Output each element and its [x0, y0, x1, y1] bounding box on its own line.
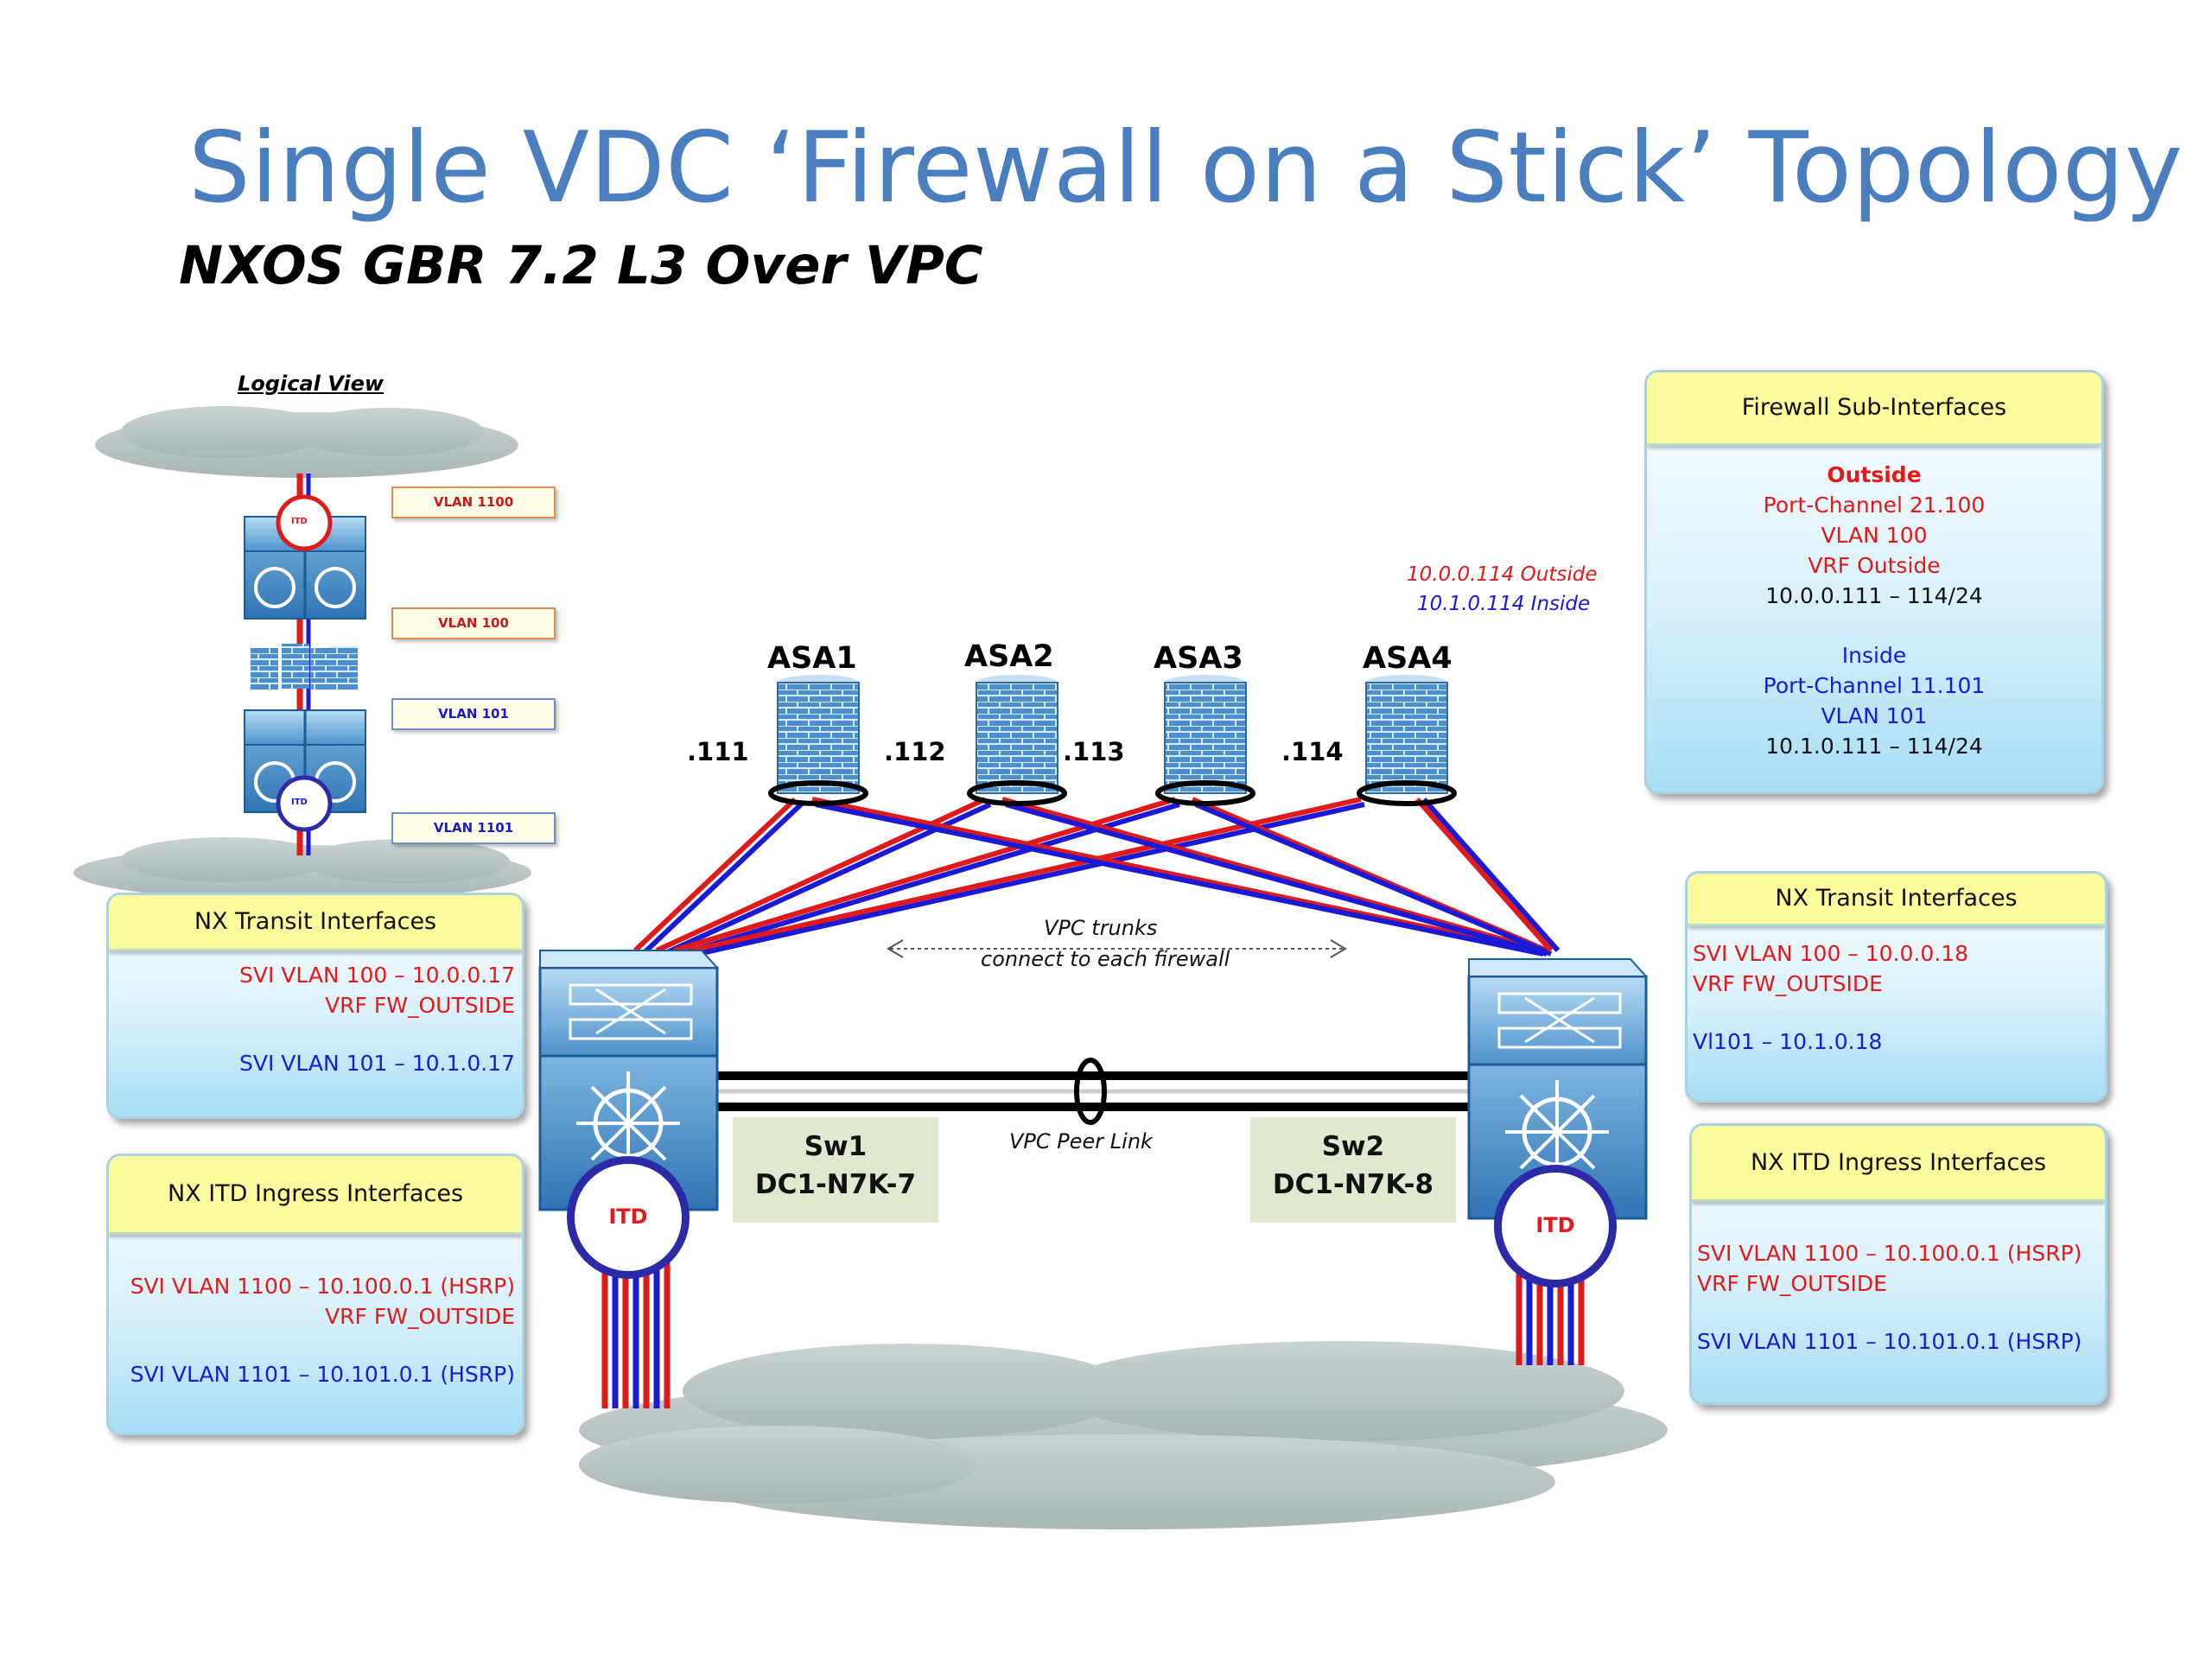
- vpc-trunks-sublabel: connect to each firewall: [981, 947, 1230, 971]
- right-itd-vrf: VRF FW_OUTSIDE: [1697, 1271, 1887, 1296]
- sw2-itd-badge: ITD: [1494, 1165, 1617, 1287]
- asa2-address: .112: [884, 737, 946, 766]
- fw-inside-vlan: VLAN 101: [1821, 703, 1928, 728]
- sw1-hostname: DC1-N7K-7: [754, 1169, 917, 1200]
- sw1-itd-badge: ITD: [567, 1156, 690, 1279]
- logical-itd-bottom-label: ITD: [291, 798, 308, 807]
- asa3-address: .113: [1063, 737, 1125, 766]
- vpc-peer-link: [717, 1058, 1469, 1125]
- left-transit-svi101: SVI VLAN 101 – 10.1.0.17: [238, 1051, 515, 1076]
- asa4-label: ASA4: [1363, 641, 1452, 676]
- sw2-hostname: DC1-N7K-8: [1272, 1169, 1434, 1200]
- asa2-firewall-icon: [967, 675, 1067, 806]
- right-itd-svi1101: SVI VLAN 1101 – 10.101.0.1 (HSRP): [1697, 1329, 2082, 1354]
- asa3-label: ASA3: [1154, 641, 1243, 676]
- logical-top-cloud: [95, 406, 518, 478]
- fw-outside-range: 10.0.0.111 – 114/24: [1765, 583, 1983, 608]
- right-itd-title: NX ITD Ingress Interfaces: [1692, 1126, 2105, 1202]
- logical-view-label: Logical View: [238, 372, 385, 396]
- vpc-trunks-label: VPC trunks: [1044, 916, 1158, 940]
- logical-view-stack: [244, 474, 366, 855]
- vlan-tag-100: VLAN 100: [391, 607, 556, 639]
- sw1-itd-downlinks: [601, 1253, 671, 1408]
- fw-subinterfaces-title: Firewall Sub-Interfaces: [1647, 372, 2101, 446]
- sw2-name-box: Sw2 DC1-N7K-8: [1250, 1117, 1456, 1223]
- asa3-firewall-icon: [1155, 675, 1255, 806]
- right-itd-box: NX ITD Ingress Interfaces SVI VLAN 1100 …: [1689, 1123, 2107, 1405]
- asa4-address: .114: [1281, 737, 1344, 766]
- left-itd-svi1100: SVI VLAN 1100 – 10.100.0.1 (HSRP): [130, 1274, 515, 1299]
- left-itd-title: NX ITD Ingress Interfaces: [109, 1156, 522, 1235]
- bottom-cloud: [579, 1341, 1668, 1529]
- vlan-tag-1100: VLAN 1100: [391, 486, 556, 518]
- vpc-trunks-arrow: [887, 939, 1347, 958]
- page-title: Single VDC ‘Firewall on a Stick’ Topolog…: [188, 111, 2183, 225]
- asa4-firewall-icon: [1357, 675, 1457, 806]
- logical-itd-top-label: ITD: [291, 517, 308, 526]
- left-transit-vrf: VRF FW_OUTSIDE: [325, 993, 515, 1018]
- fw-inside-heading: Inside: [1841, 643, 1907, 668]
- right-transit-title: NX Transit Interfaces: [1688, 874, 2105, 926]
- fw-outside-heading: Outside: [1827, 462, 1922, 487]
- logical-bottom-cloud: [73, 837, 531, 900]
- left-itd-svi1101: SVI VLAN 1101 – 10.101.0.1 (HSRP): [130, 1362, 515, 1387]
- right-itd-svi1100: SVI VLAN 1100 – 10.100.0.1 (HSRP): [1697, 1241, 2082, 1266]
- asa2-label: ASA2: [964, 639, 1054, 674]
- right-transit-vrf: VRF FW_OUTSIDE: [1693, 971, 1883, 996]
- asa1-address: .111: [687, 737, 749, 766]
- fw-outside-vlan: VLAN 100: [1821, 523, 1928, 548]
- asa1-firewall-icon: [768, 675, 868, 806]
- vlan-tag-101: VLAN 101: [391, 698, 556, 730]
- sw2-name: Sw2: [1321, 1131, 1385, 1162]
- fw-subinterfaces-box: Firewall Sub-Interfaces Outside Port-Cha…: [1644, 370, 2104, 794]
- fw-outside-vrf: VRF Outside: [1808, 553, 1941, 578]
- vlan-tag-1101: VLAN 1101: [391, 812, 556, 844]
- fw-inside-range: 10.1.0.111 – 114/24: [1765, 734, 1983, 759]
- asa4-outside-address: 10.0.0.114 Outside: [1407, 563, 1598, 586]
- left-itd-vrf: VRF FW_OUTSIDE: [325, 1304, 515, 1329]
- right-transit-svi100: SVI VLAN 100 – 10.0.0.18: [1693, 941, 1969, 966]
- asa4-inside-address: 10.1.0.114 Inside: [1417, 593, 1591, 615]
- fw-outside-portchannel: Port-Channel 21.100: [1763, 493, 1986, 518]
- right-transit-vl101: Vl101 – 10.1.0.18: [1693, 1029, 1883, 1054]
- sw1-name-box: Sw1 DC1-N7K-7: [733, 1117, 938, 1223]
- page-subtitle: NXOS GBR 7.2 L3 Over VPC: [179, 235, 983, 296]
- left-itd-box: NX ITD Ingress Interfaces SVI VLAN 1100 …: [106, 1154, 524, 1435]
- left-transit-title: NX Transit Interfaces: [109, 895, 522, 951]
- left-transit-svi100: SVI VLAN 100 – 10.0.0.17: [238, 963, 515, 988]
- fw-inside-portchannel: Port-Channel 11.101: [1763, 673, 1986, 698]
- left-transit-box: NX Transit Interfaces SVI VLAN 100 – 10.…: [106, 893, 524, 1119]
- vpc-trunk-links: [632, 797, 1560, 957]
- sw1-name: Sw1: [804, 1131, 868, 1162]
- asa1-label: ASA1: [767, 641, 857, 676]
- vpc-peer-link-label: VPC Peer Link: [1009, 1129, 1153, 1154]
- right-transit-box: NX Transit Interfaces SVI VLAN 100 – 10.…: [1685, 871, 2107, 1103]
